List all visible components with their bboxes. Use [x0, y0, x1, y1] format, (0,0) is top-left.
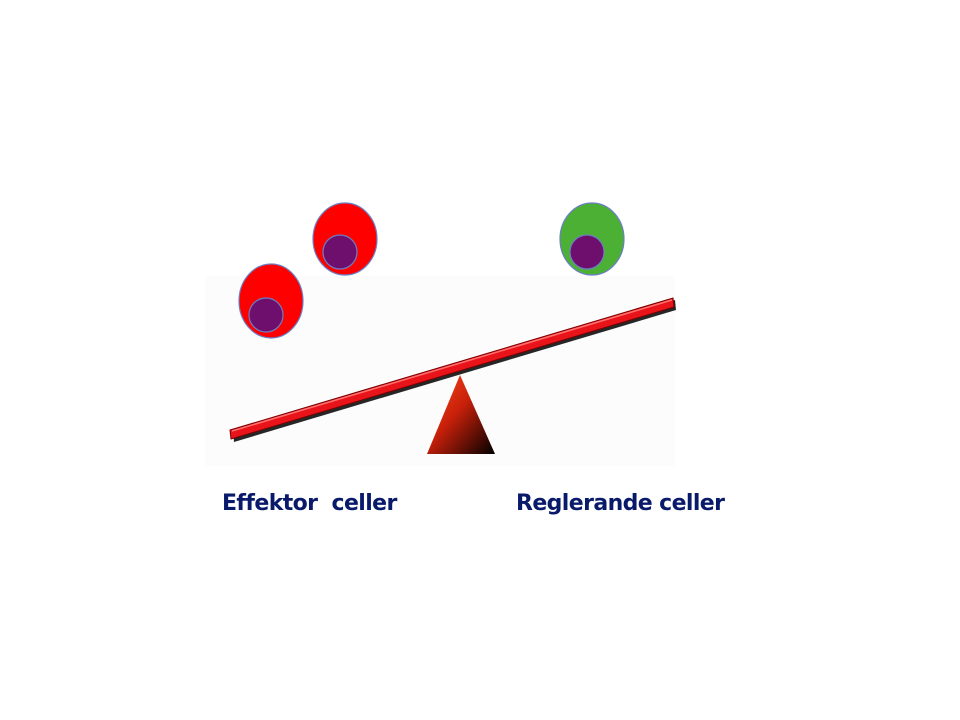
regulatory-cells-label: Reglerande celler [516, 491, 725, 516]
seesaw-beam-highlight [231, 299, 673, 432]
regulatory-cell [559, 202, 625, 276]
regulatory-cell-nucleus [569, 234, 605, 270]
effector-cell-upper [312, 202, 378, 276]
seesaw-fulcrum [427, 375, 495, 454]
effector-cells-label: Effektor celler [222, 491, 397, 516]
effector-cell-lower [238, 263, 304, 339]
effector-cell-upper-nucleus [322, 234, 358, 270]
seesaw-beam [229, 297, 675, 440]
effector-cell-lower-nucleus [248, 297, 284, 333]
